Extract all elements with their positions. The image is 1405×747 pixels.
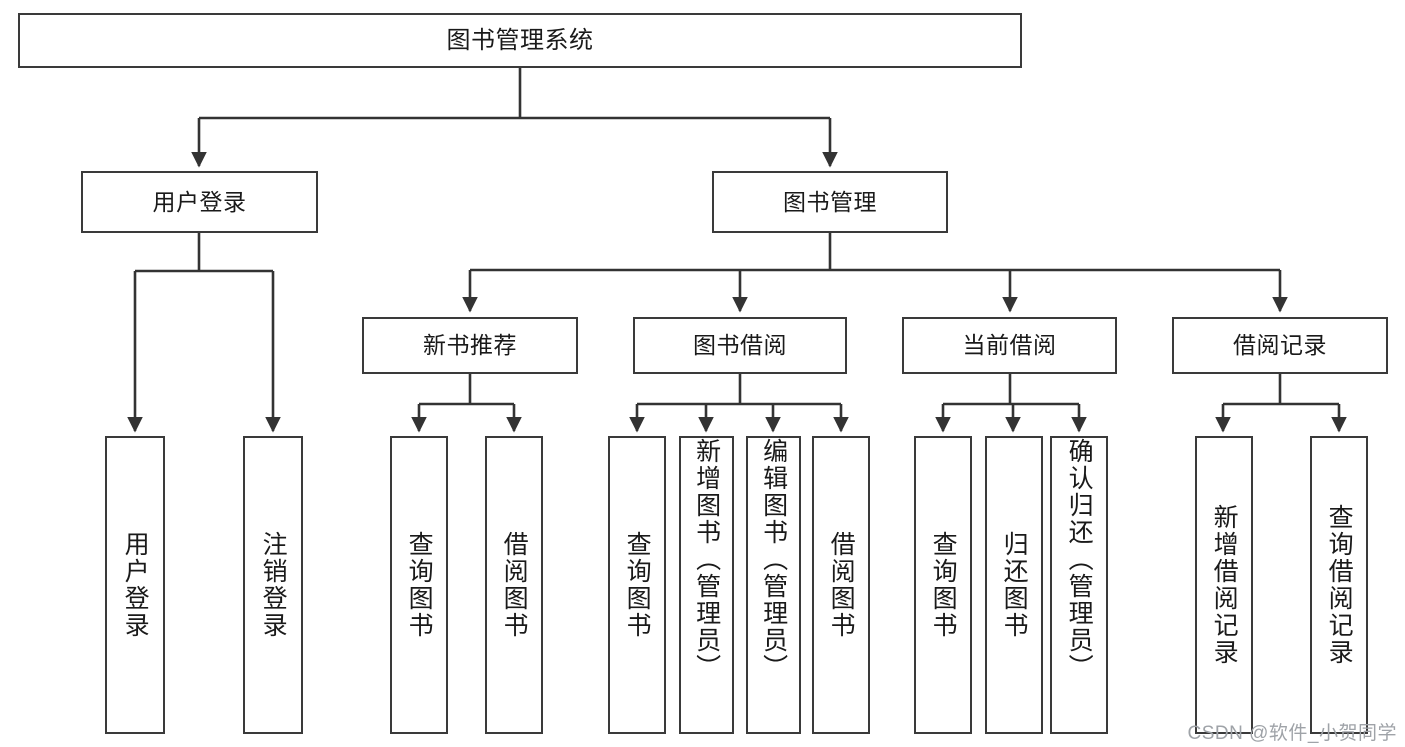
leaf-current-borrow-2-label: 归还图书 (1000, 531, 1029, 639)
leaf-book-borrow-3[interactable]: 编辑图书（管理员） (746, 436, 801, 734)
leaf-new-book-1-label: 查询图书 (405, 531, 434, 639)
leaf-current-borrow-3[interactable]: 确认归还（管理员） (1050, 436, 1108, 734)
node-book-manage[interactable]: 图书管理 (712, 171, 948, 233)
leaf-current-borrow-1-label: 查询图书 (929, 531, 958, 639)
leaf-book-borrow-4-label: 借阅图书 (827, 531, 856, 639)
leaf-book-borrow-2[interactable]: 新增图书（管理员） (679, 436, 734, 734)
leaf-borrow-record-1-label: 新增借阅记录 (1210, 504, 1239, 666)
leaf-book-borrow-1-label: 查询图书 (623, 531, 652, 639)
leaf-current-borrow-2[interactable]: 归还图书 (985, 436, 1043, 734)
leaf-new-book-1[interactable]: 查询图书 (390, 436, 448, 734)
leaf-user-login-1-label: 用户登录 (121, 531, 150, 639)
leaf-borrow-record-2-label: 查询借阅记录 (1325, 504, 1354, 666)
leaf-book-borrow-3-label: 编辑图书（管理员） (759, 438, 788, 681)
node-root[interactable]: 图书管理系统 (18, 13, 1022, 68)
node-current-borrow-label: 当前借阅 (962, 332, 1057, 359)
leaf-new-book-2-label: 借阅图书 (500, 531, 529, 639)
node-new-book-recommend[interactable]: 新书推荐 (362, 317, 578, 374)
node-book-borrow[interactable]: 图书借阅 (633, 317, 847, 374)
watermark: CSDN @软件_小贺同学 (1187, 723, 1397, 744)
node-borrow-record[interactable]: 借阅记录 (1172, 317, 1388, 374)
leaf-user-login-1[interactable]: 用户登录 (105, 436, 165, 734)
leaf-user-login-2[interactable]: 注销登录 (243, 436, 303, 734)
node-user-login-label: 用户登录 (152, 188, 247, 215)
node-book-manage-label: 图书管理 (783, 188, 877, 215)
leaf-user-login-2-label: 注销登录 (259, 531, 288, 639)
node-root-label: 图书管理系统 (446, 26, 594, 54)
leaf-current-borrow-1[interactable]: 查询图书 (914, 436, 972, 734)
leaf-book-borrow-4[interactable]: 借阅图书 (812, 436, 870, 734)
node-book-borrow-label: 图书借阅 (693, 332, 787, 359)
leaf-new-book-2[interactable]: 借阅图书 (485, 436, 543, 734)
leaf-borrow-record-1[interactable]: 新增借阅记录 (1195, 436, 1253, 734)
node-new-book-recommend-label: 新书推荐 (423, 332, 517, 359)
leaf-borrow-record-2[interactable]: 查询借阅记录 (1310, 436, 1368, 734)
leaf-book-borrow-1[interactable]: 查询图书 (608, 436, 666, 734)
node-borrow-record-label: 借阅记录 (1233, 332, 1327, 359)
leaf-book-borrow-2-label: 新增图书（管理员） (692, 438, 721, 681)
leaf-current-borrow-3-label: 确认归还（管理员） (1065, 438, 1094, 681)
node-user-login[interactable]: 用户登录 (81, 171, 318, 233)
node-current-borrow[interactable]: 当前借阅 (902, 317, 1117, 374)
